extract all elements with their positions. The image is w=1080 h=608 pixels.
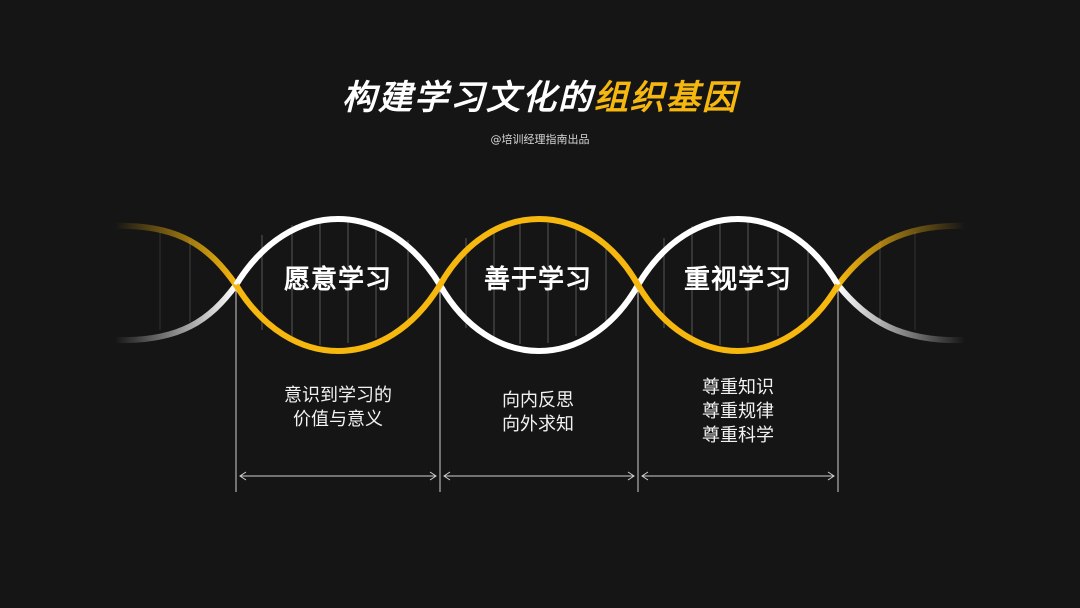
section-label-willing: 愿意学习 — [283, 265, 392, 295]
desc-line: 尊重规律 — [702, 401, 774, 422]
span-arrows — [239, 471, 835, 481]
helix-tail-left-white — [112, 282, 239, 344]
section-desc-value: 尊重知识 尊重规律 尊重科学 — [638, 376, 838, 448]
desc-line: 意识到学习的 — [284, 385, 392, 406]
page-title: 构建学习文化的组织基因 — [0, 76, 1080, 120]
section-dividers — [235, 290, 839, 492]
desc-line: 尊重科学 — [702, 425, 774, 446]
section-desc-good-at: 向内反思 向外求知 — [438, 389, 638, 437]
helix-tail-left-yellow — [112, 222, 239, 288]
section-label-value: 重视学习 — [683, 265, 792, 295]
helix-strand-white — [233, 216, 841, 354]
desc-line: 向内反思 — [502, 390, 574, 411]
desc-line: 向外求知 — [502, 414, 574, 435]
desc-line: 尊重知识 — [702, 377, 774, 398]
section-label-good-at: 善于学习 — [483, 265, 592, 295]
helix-tail-right-white — [835, 282, 968, 344]
title-accent: 组织基因 — [594, 78, 738, 118]
desc-line: 价值与意义 — [293, 409, 383, 430]
helix-strand-yellow — [233, 216, 841, 354]
title-main: 构建学习文化的 — [342, 78, 594, 118]
subtitle: @培训经理指南出品 — [490, 133, 590, 146]
section-desc-willing: 意识到学习的 价值与意义 — [238, 384, 438, 432]
helix-tail-right-yellow — [835, 222, 968, 288]
